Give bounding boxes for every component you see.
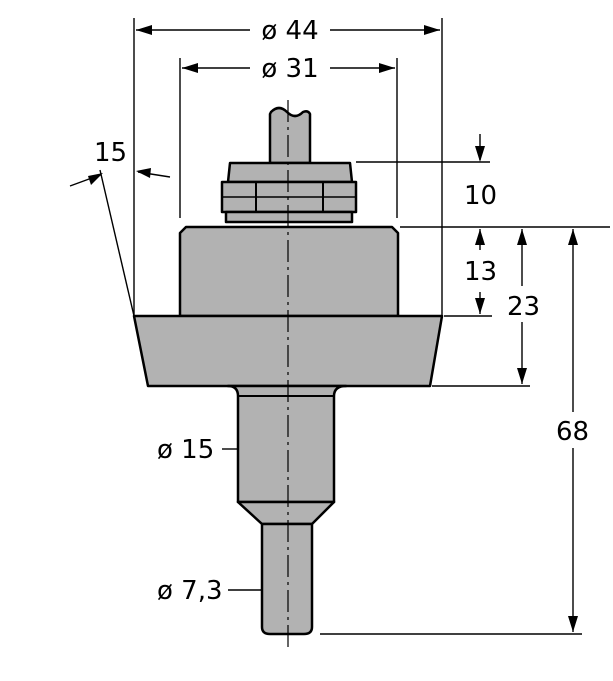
dim-10-label: 10	[464, 181, 497, 211]
dim-68-label: 68	[556, 417, 589, 447]
stem	[226, 384, 348, 504]
taper	[236, 500, 336, 526]
dimension-13: 13	[444, 229, 497, 317]
dimension-dia-15: ø 15	[157, 435, 238, 465]
dim-dia-44-label: ø 44	[261, 16, 318, 46]
dim-dia-7-3-label: ø 7,3	[157, 576, 223, 606]
dim-dia-31-label: ø 31	[261, 54, 318, 84]
dim-dia-15-label: ø 15	[157, 435, 214, 465]
dimension-23: 23	[432, 229, 540, 387]
dim-13-label: 13	[464, 257, 497, 287]
cable	[268, 106, 312, 165]
dimension-15-chamfer: 15	[69, 138, 171, 317]
cap-nut	[226, 161, 354, 184]
dimension-dia-31: ø 31	[179, 54, 398, 218]
dimension-dia-44: ø 44	[133, 16, 443, 316]
washer	[224, 210, 354, 224]
dimension-dia-7-3: ø 7,3	[157, 576, 262, 606]
probe-tip	[260, 522, 314, 636]
dimension-10: 10	[356, 134, 610, 228]
housing	[178, 225, 400, 318]
dim-15-label: 15	[94, 138, 127, 168]
sensor-body	[132, 106, 444, 636]
dimension-68: 68	[320, 229, 589, 635]
dim-23-label: 23	[507, 292, 540, 322]
